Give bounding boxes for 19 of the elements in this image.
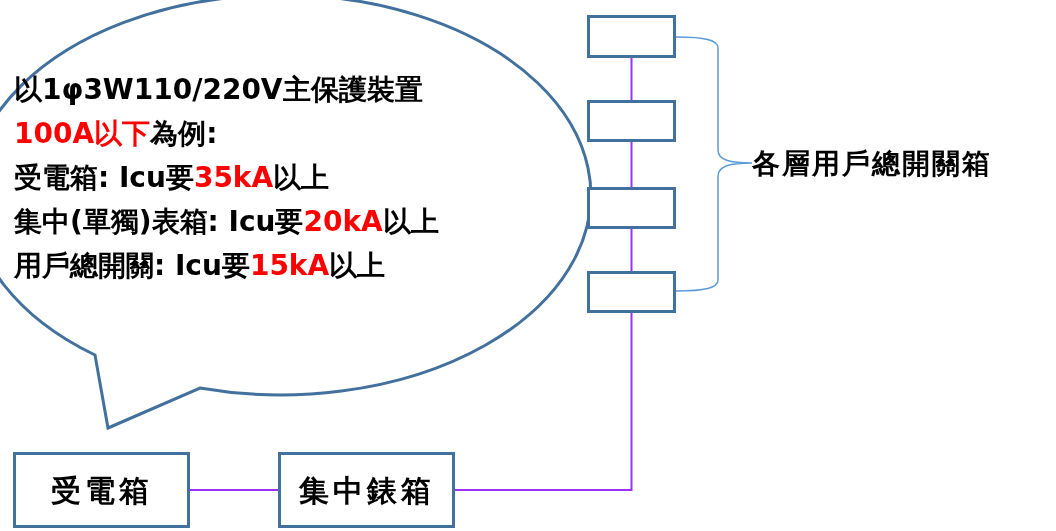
speech-bubble [0,0,595,433]
box-label: 受電箱 [50,471,153,510]
box-label: 集中錶箱 [298,471,435,510]
connector-line [454,312,633,491]
bubble-text: 用戶總開關: Icu要15kA以上 [14,248,387,284]
bubble-text: 以1φ3W110/220V主保護裝置100A以下為例: [14,72,424,152]
switch-box [587,100,676,142]
brace-label: 各層用戶總開關箱 [752,146,992,182]
switch-box [587,15,676,58]
connector-line [630,57,633,101]
connector-line [630,141,633,188]
switch-box [587,187,676,229]
connector-line [630,228,633,272]
connector-line [189,489,279,491]
bubble-text: 受電箱: Icu要35kA以上 [14,160,331,196]
switch-box [587,271,676,313]
cabinet-box [278,452,455,528]
cabinet-box [13,452,190,528]
bubble-text: 集中(單獨)表箱: Icu要20kA以上 [14,204,440,240]
